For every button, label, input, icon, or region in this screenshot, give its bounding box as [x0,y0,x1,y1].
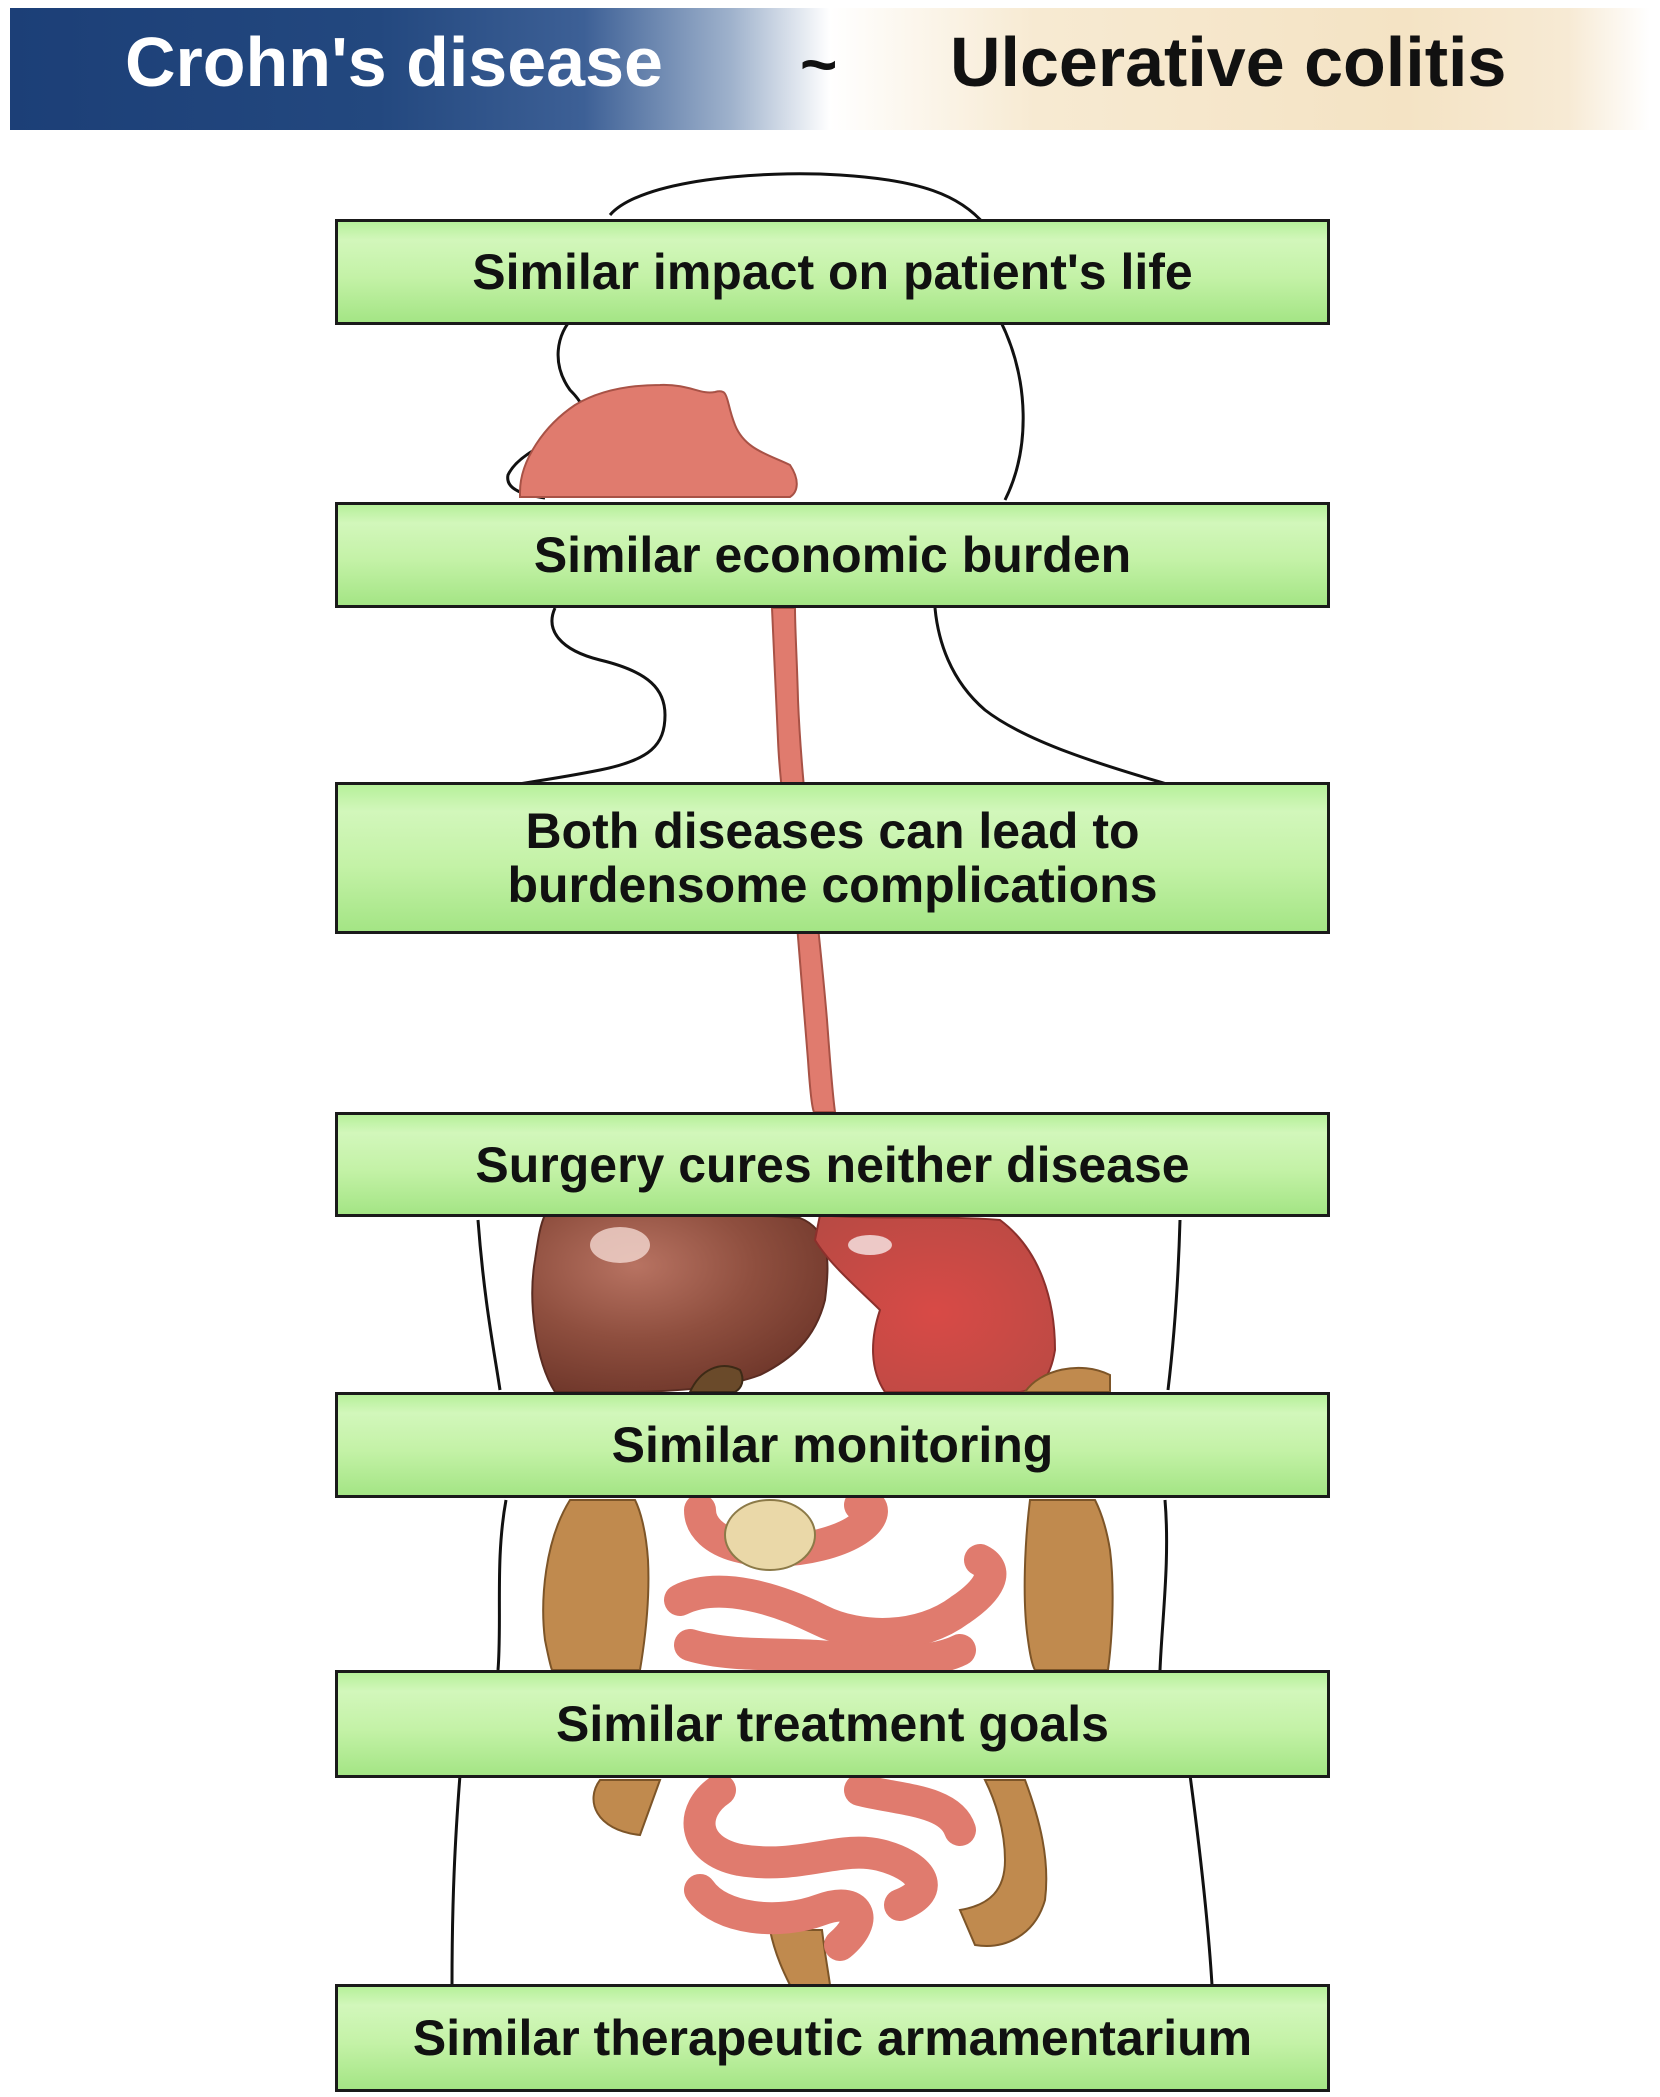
crohns-banner-background [10,8,830,130]
colitis-banner-background [830,8,1650,130]
statement-box-treatment-goals: Similar treatment goals [335,1670,1330,1778]
liver [531,1210,829,1393]
title-banner: Crohn's disease ~ Ulcerative colitis [0,0,1660,140]
nasal-cavity [519,383,798,498]
liver-highlight [590,1227,650,1263]
statement-text: Similar economic burden [533,527,1132,583]
comparison-tilde: ~ [800,28,838,100]
statement-text-line-2: burdensome complications [507,857,1158,913]
stomach-highlight [848,1235,892,1255]
colon-upper [1023,1366,1111,1393]
stomach [813,1213,1057,1393]
statement-text-line-1: Both diseases can lead to [525,803,1140,859]
statement-box-economic: Similar economic burden [335,502,1330,608]
gallbladder [688,1365,744,1393]
statement-box-complications: Both diseases can lead to burdensome com… [335,782,1330,934]
statement-box-surgery: Surgery cures neither disease [335,1112,1330,1217]
colon-lower [592,1779,1048,1986]
statement-box-monitoring: Similar monitoring [335,1392,1330,1498]
statement-text: Surgery cures neither disease [475,1136,1190,1193]
statement-text: Similar impact on patient's life [472,244,1193,300]
statement-box-armamentarium: Similar therapeutic armamentarium [335,1984,1330,2092]
statement-text: Similar treatment goals [556,1696,1109,1752]
pancreas-region [724,1499,816,1571]
ulcerative-colitis-title: Ulcerative colitis [950,23,1507,101]
small-intestine-middle [664,1488,1007,1678]
statement-text: Similar therapeutic armamentarium [412,2010,1253,2066]
torso-outline [450,1219,1214,1986]
crohns-disease-title: Crohn's disease [125,23,663,101]
statement-box-impact: Similar impact on patient's life [335,219,1330,325]
small-intestine-lower [683,1774,976,1961]
colon-middle [542,1499,1114,1671]
statement-text: Similar monitoring [611,1417,1054,1473]
